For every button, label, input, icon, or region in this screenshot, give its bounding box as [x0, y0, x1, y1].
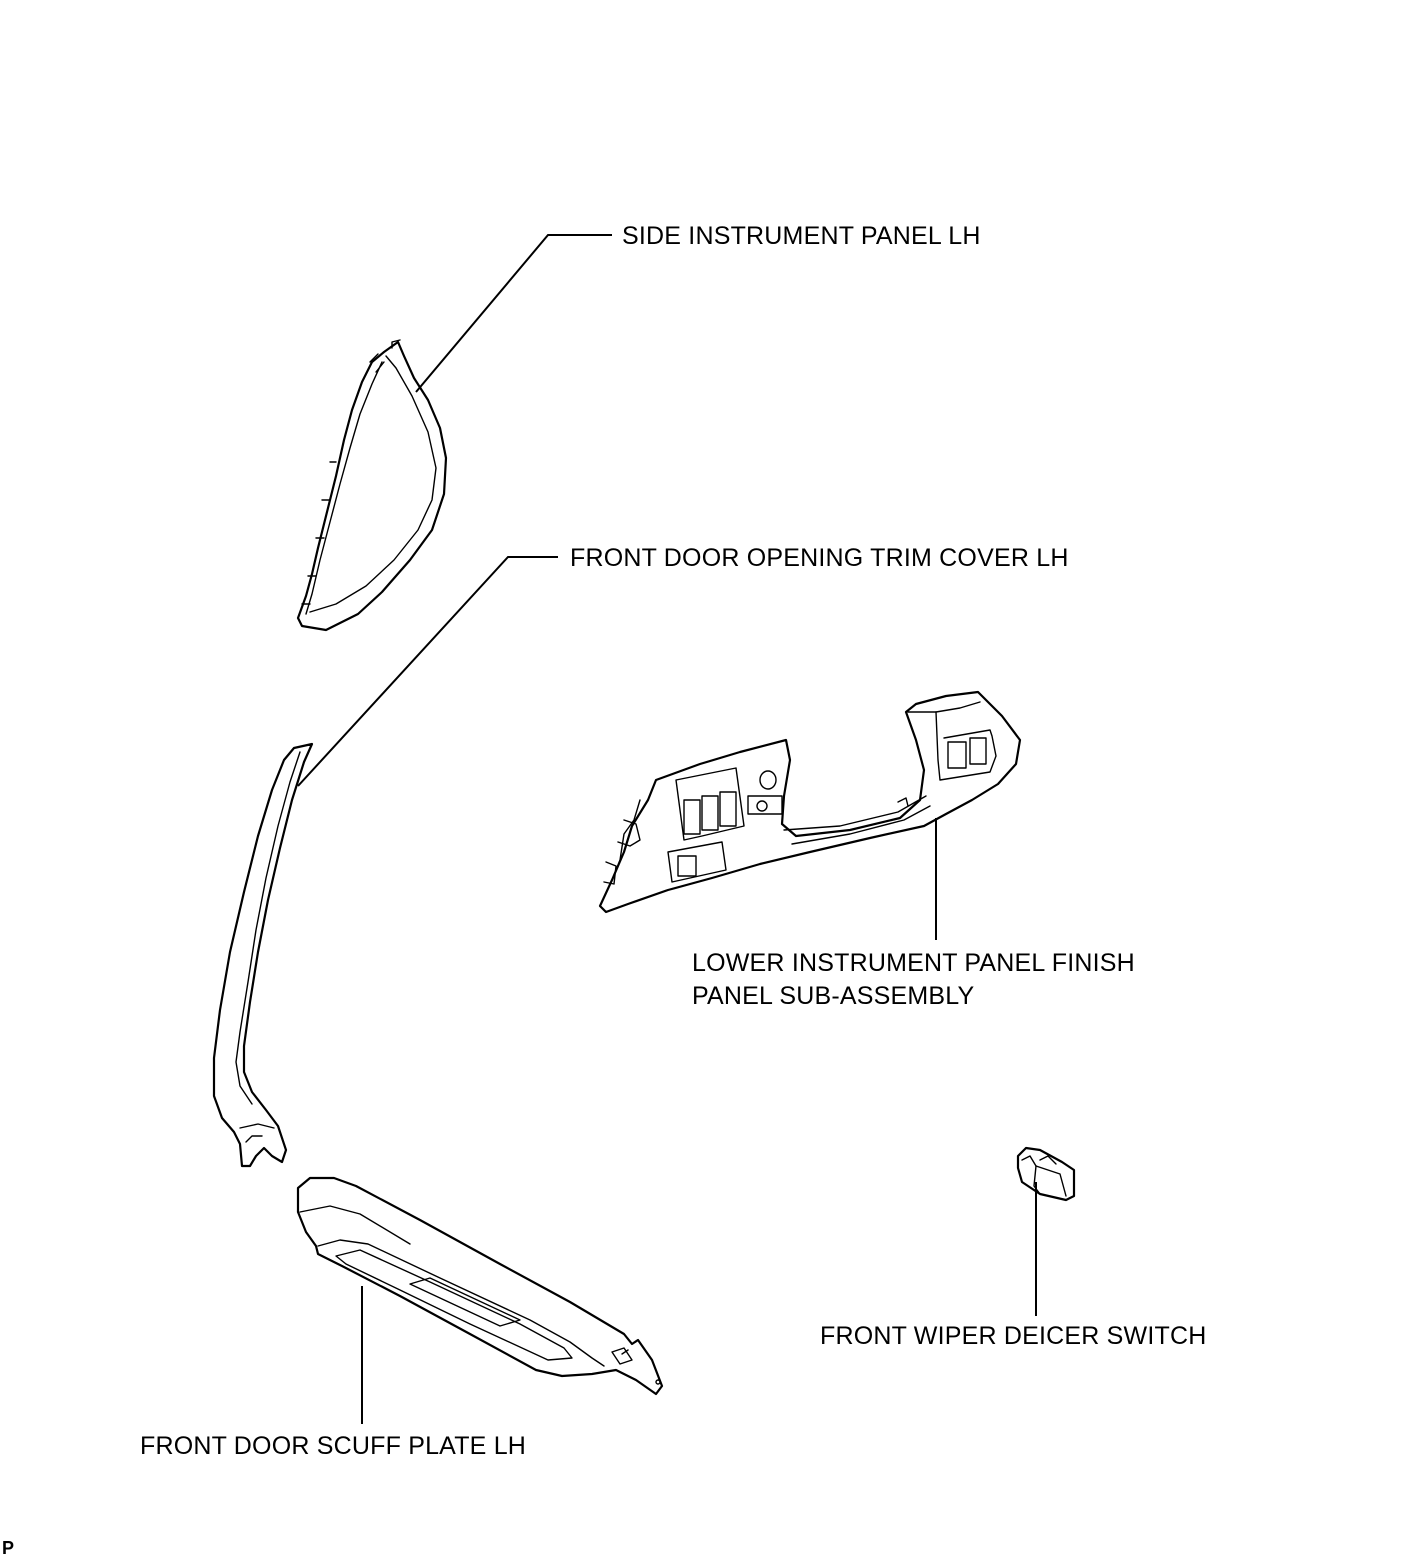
- label-lower-instrument-panel-line1: LOWER INSTRUMENT PANEL FINISH: [692, 949, 1135, 977]
- leader-side-instrument-panel: [415, 234, 612, 393]
- label-front-door-scuff-plate-lh: FRONT DOOR SCUFF PLATE LH: [140, 1432, 527, 1460]
- front-wiper-deicer-switch: [1016, 1146, 1076, 1202]
- lower-instrument-panel-finish-panel: [598, 690, 1022, 914]
- leader-front-door-opening-trim: [297, 556, 558, 787]
- front-door-opening-trim-cover-lh: [212, 742, 314, 1168]
- footer-code: P: [2, 1538, 15, 1558]
- front-door-scuff-plate-lh: [296, 1176, 664, 1396]
- label-front-door-opening-trim-cover-lh: FRONT DOOR OPENING TRIM COVER LH: [570, 544, 1069, 572]
- label-lower-instrument-panel-line2: PANEL SUB-ASSEMBLY: [692, 982, 975, 1010]
- side-instrument-panel-lh: [296, 339, 448, 632]
- label-side-instrument-panel-lh: SIDE INSTRUMENT PANEL LH: [622, 222, 981, 250]
- label-front-wiper-deicer-switch: FRONT WIPER DEICER SWITCH: [820, 1322, 1207, 1350]
